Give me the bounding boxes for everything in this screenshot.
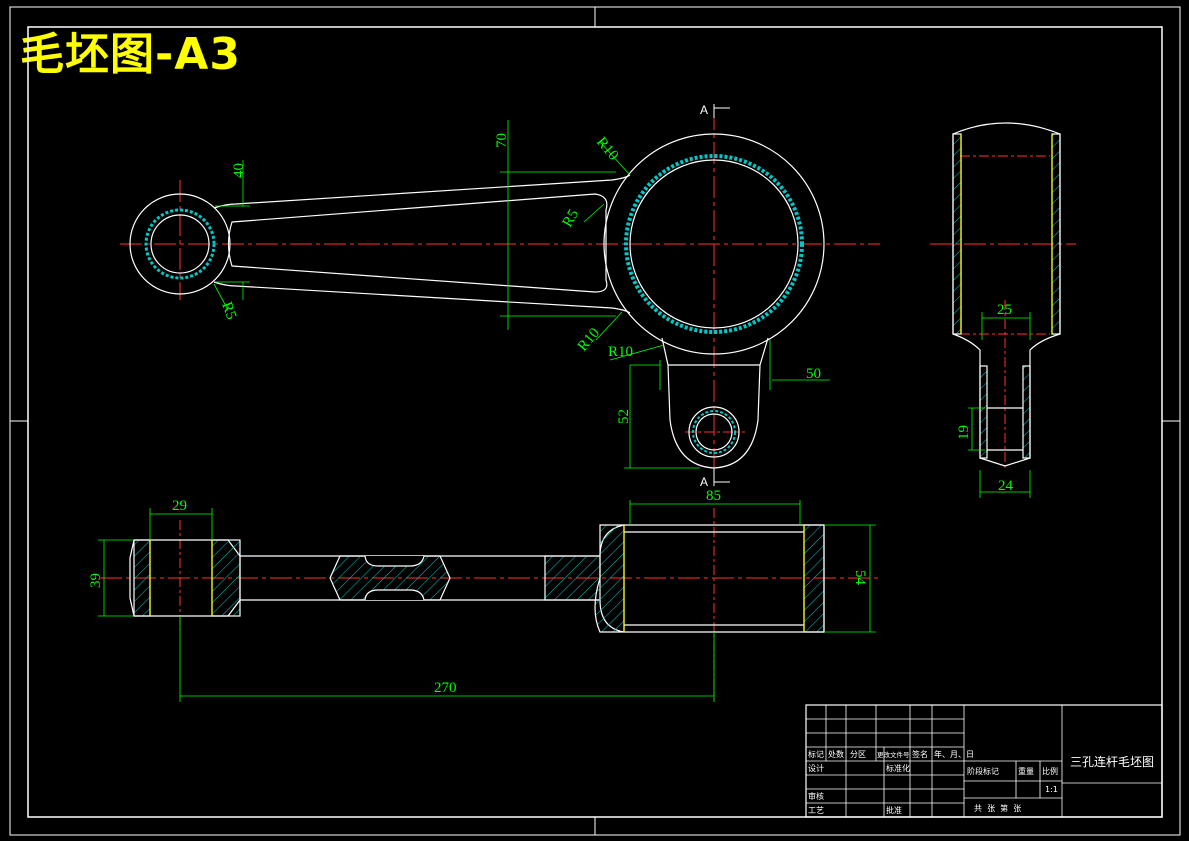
top-view — [100, 508, 880, 700]
section-mark-top: A — [700, 103, 708, 117]
tb-h-count: 处数 — [828, 749, 844, 759]
dim-29: 29 — [172, 498, 187, 514]
tb-h-sign: 签名 — [912, 749, 928, 759]
side-dimensions — [968, 312, 1031, 498]
dim-54: 54 — [852, 570, 868, 586]
dim-r10-top: R10 — [593, 134, 621, 163]
section-arrows — [713, 104, 730, 486]
dim-r5-left: R5 — [218, 300, 239, 322]
dim-r5-mid: R5 — [560, 207, 583, 230]
dim-24: 24 — [998, 478, 1014, 494]
tb-approve: 批准 — [886, 805, 902, 815]
dim-50: 50 — [806, 366, 821, 382]
tb-h-change: 更改文件号 — [877, 750, 910, 759]
title-block — [805, 704, 1163, 818]
top-dimensions — [98, 500, 876, 702]
dim-r10-low: R10 — [575, 325, 603, 354]
sheet-border — [9, 6, 1181, 836]
dim-25: 25 — [997, 302, 1012, 318]
tb-standardization: 标准化 — [886, 763, 910, 773]
tb-sheets: 共 张 第 张 — [974, 803, 1021, 813]
tb-design: 设计 — [808, 763, 824, 773]
tb-process: 工艺 — [808, 806, 824, 815]
tb-drawing-name: 三孔连杆毛坯图 — [1070, 754, 1154, 769]
dim-270: 270 — [434, 680, 457, 696]
tb-stage-mark: 阶段标记 — [967, 766, 999, 776]
dim-40: 40 — [231, 163, 247, 178]
tb-h-zone: 分区 — [850, 750, 866, 759]
tb-scale-label: 比例 — [1042, 766, 1058, 776]
dim-52: 52 — [616, 409, 632, 424]
dim-85: 85 — [706, 488, 721, 504]
dim-70: 70 — [494, 133, 510, 148]
dim-39: 39 — [88, 573, 104, 588]
front-dimensions — [213, 120, 830, 469]
sheet-title: 毛坯图-A3 — [20, 29, 241, 80]
tb-review: 审核 — [808, 791, 824, 801]
tb-scale: 1:1 — [1045, 785, 1058, 794]
tb-weight: 重量 — [1018, 766, 1034, 776]
dim-r10-boss: R10 — [608, 344, 633, 360]
dim-19: 19 — [956, 425, 972, 440]
side-view — [930, 122, 1076, 470]
tb-h-date: 年、月、日 — [934, 749, 974, 759]
tb-h-mark: 标记 — [808, 749, 824, 759]
section-mark-bottom: A — [700, 475, 708, 489]
front-view — [120, 108, 880, 480]
